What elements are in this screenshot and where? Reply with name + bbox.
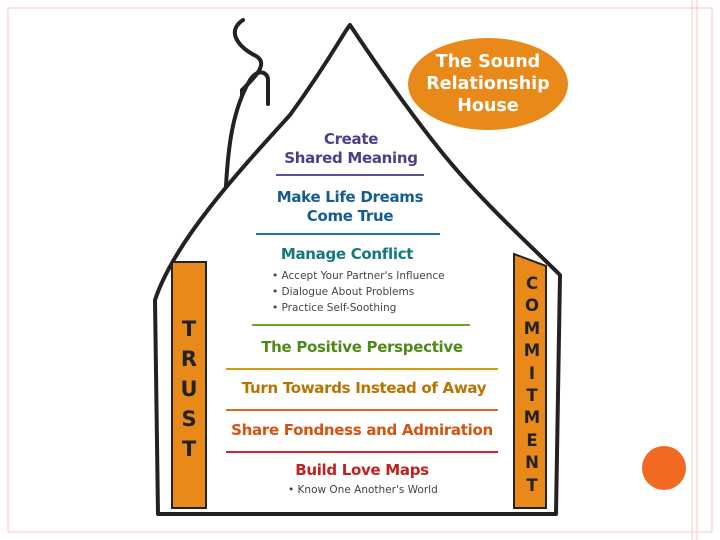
trust-letter: S (181, 407, 197, 431)
title-line-2: Relationship (426, 74, 550, 94)
level-create-shared-meaning: Create Shared Meaning (266, 130, 436, 168)
house-outline (153, 23, 562, 516)
manage-conflict-item: Accept Your Partner's Influence (272, 268, 445, 284)
pillar-commitment-label: C O M M I T M E N T (516, 273, 548, 497)
title-line-1: The Sound (435, 52, 541, 72)
love-maps-item: Know One Another's World (288, 482, 438, 498)
commitment-letter: M (523, 341, 541, 361)
pillar-trust (171, 261, 207, 509)
level-life-dreams-line-1: Make Life Dreams (276, 188, 424, 206)
level-manage-conflict: Manage Conflict (280, 245, 414, 263)
commitment-letter: M (523, 408, 541, 428)
commitment-letter: O (524, 296, 540, 316)
house-title: The Sound Relationship House (408, 40, 568, 128)
chimney (224, 70, 270, 188)
level-positive-perspective: The Positive Perspective (261, 338, 463, 356)
commitment-letter: N (525, 453, 539, 473)
trust-letter: U (180, 377, 198, 401)
level-life-dreams: Make Life Dreams Come True (252, 188, 448, 226)
love-maps-list: Know One Another's World (288, 482, 438, 498)
level-life-dreams-line-2: Come True (306, 207, 394, 225)
title-bubble-shape (408, 38, 568, 130)
level-love-maps: Build Love Maps (295, 461, 429, 479)
manage-conflict-list: Accept Your Partner's Influence Dialogue… (272, 268, 445, 316)
manage-conflict-item: Dialogue About Problems (272, 284, 445, 300)
trust-letter: R (180, 347, 198, 371)
level-turn-towards: Turn Towards Instead of Away (241, 379, 487, 397)
level-create-shared-meaning-line-1: Create (323, 130, 379, 148)
trust-letter: T (181, 437, 197, 461)
commitment-letter: I (528, 363, 536, 383)
commitment-letter: E (526, 430, 538, 450)
commitment-letter: T (526, 386, 538, 406)
level-create-shared-meaning-line-2: Shared Meaning (284, 149, 418, 167)
level-fondness: Share Fondness and Admiration (231, 421, 493, 439)
commitment-letter: M (523, 318, 541, 338)
trust-letter: T (181, 317, 197, 341)
manage-conflict-item: Practice Self-Soothing (272, 300, 445, 316)
title-line-3: House (457, 96, 519, 116)
commitment-letter: T (526, 475, 538, 495)
commitment-letter: C (525, 274, 539, 293)
pillar-commitment (513, 252, 547, 509)
pillar-trust-label: T R U S T (172, 314, 206, 464)
